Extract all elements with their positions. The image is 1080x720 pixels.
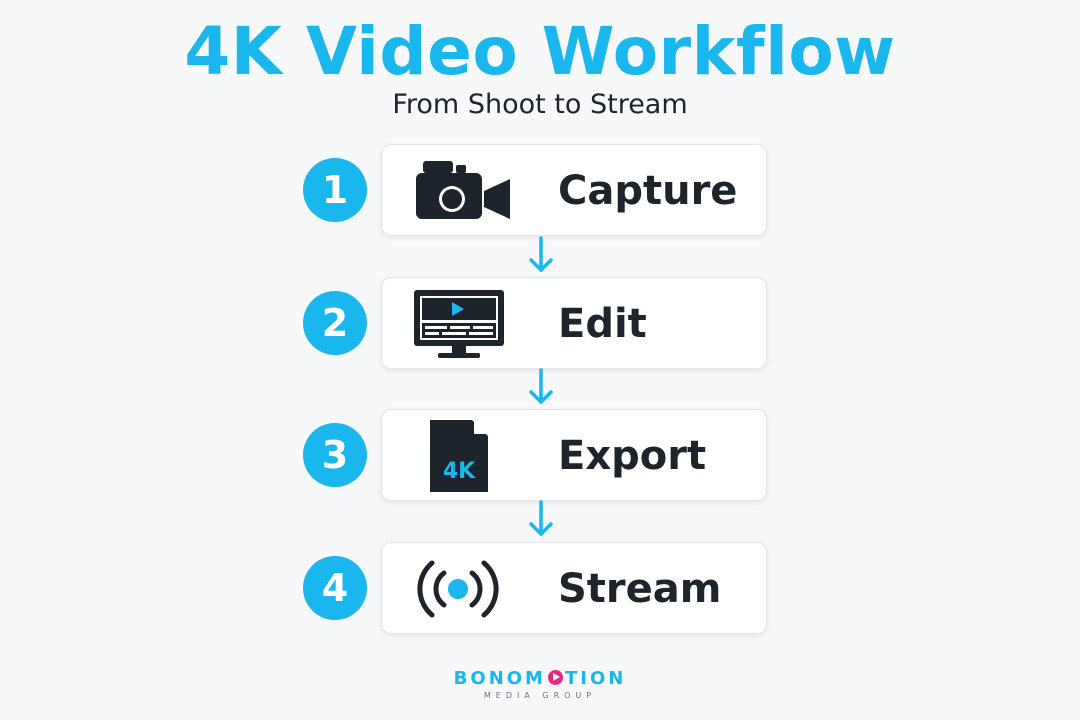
step-label: Edit <box>558 301 647 347</box>
brand-name-part: BONOM <box>453 668 546 689</box>
workflow-step-edit: 2 Edit <box>0 277 1080 369</box>
step-label: Stream <box>558 566 722 612</box>
step-card: Edit <box>381 277 767 369</box>
step-label: Capture <box>558 168 738 214</box>
arrow-down-icon <box>529 236 553 272</box>
step-card: 4K Export <box>381 409 767 501</box>
step-label: Export <box>558 433 707 479</box>
step-number-badge: 1 <box>303 158 367 222</box>
arrow-down-icon <box>529 368 553 404</box>
page-title: 4K Video Workflow <box>184 13 896 90</box>
workflow-step-export: 3 4K Export <box>0 409 1080 501</box>
file-4k-icon: 4K <box>430 420 488 492</box>
step-number-badge: 4 <box>303 556 367 620</box>
brand-name-part: TION <box>564 668 627 689</box>
step-card: Capture <box>381 144 767 236</box>
broadcast-icon <box>417 560 499 618</box>
step-number-badge: 3 <box>303 423 367 487</box>
brand-logo: BONOM TION <box>0 668 1080 690</box>
brand-tagline: MEDIA GROUP <box>483 691 597 700</box>
page-subtitle: From Shoot to Stream <box>392 89 688 120</box>
video-camera-icon <box>416 161 510 219</box>
file-badge-text: 4K <box>443 459 476 484</box>
monitor-editing-icon <box>414 290 504 358</box>
step-number-badge: 2 <box>303 291 367 355</box>
workflow-step-stream: 4 Stream <box>0 542 1080 634</box>
workflow-step-capture: 1 Capture <box>0 144 1080 236</box>
arrow-down-icon <box>529 500 553 536</box>
play-icon <box>547 670 563 685</box>
step-card: Stream <box>381 542 767 634</box>
